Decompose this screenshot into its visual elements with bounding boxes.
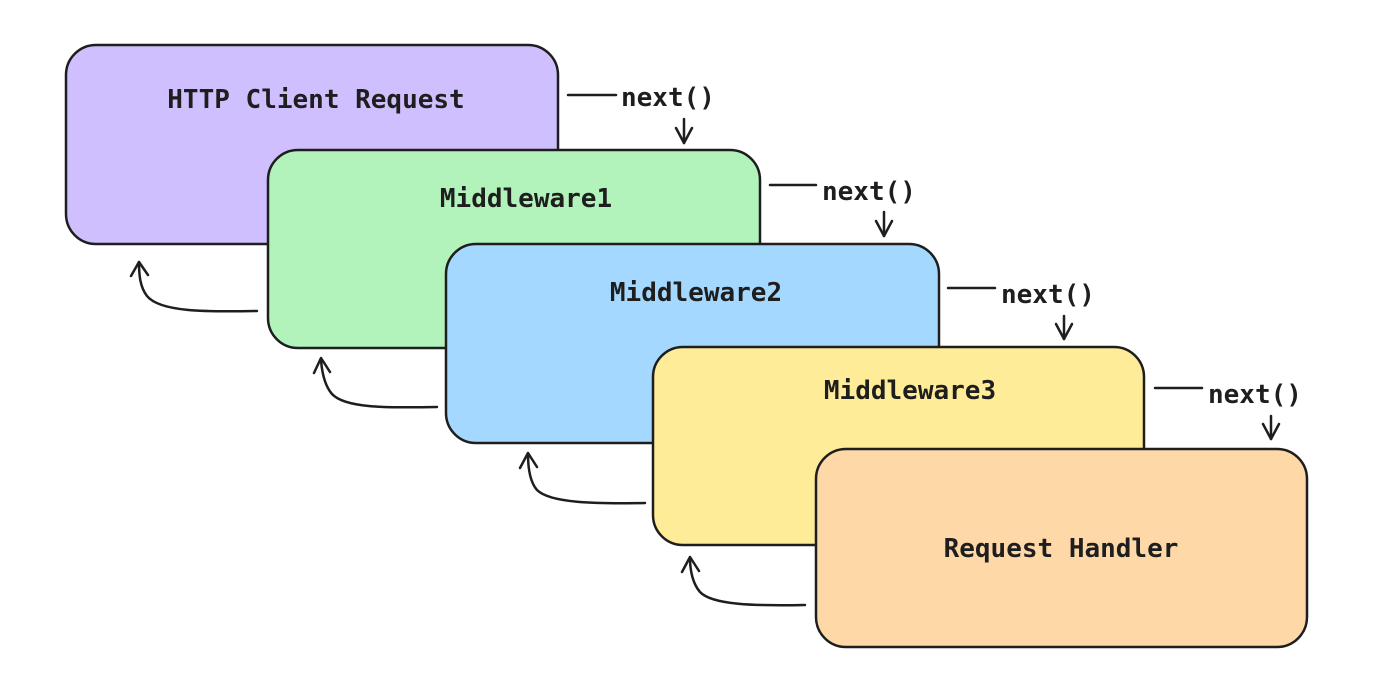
return-arrow-3-curve xyxy=(526,452,647,505)
return-arrow-1 xyxy=(129,260,259,313)
next-connector-3: next() xyxy=(946,280,1095,341)
box-request-handler: Request Handler xyxy=(814,447,1309,649)
box-middleware2-label: Middleware2 xyxy=(610,278,782,308)
next-arrowhead-4-icon xyxy=(1261,422,1281,441)
next-connector-3-label: next() xyxy=(1001,280,1095,310)
return-arrow-4-curve xyxy=(688,556,807,607)
return-arrow-2-curve xyxy=(319,358,439,409)
box-middleware1-label: Middleware1 xyxy=(440,184,612,214)
next-connector-4: next() xyxy=(1153,380,1302,441)
return-arrow-1-curve xyxy=(137,260,259,313)
next-connector-1-label: next() xyxy=(621,83,715,113)
return-arrow-3 xyxy=(518,451,647,505)
next-connector-1: next() xyxy=(566,83,715,145)
arrow-up-icon xyxy=(312,356,332,375)
next-arrowhead-2-icon xyxy=(874,219,894,238)
next-connector-4-label: next() xyxy=(1208,380,1302,410)
arrow-up-icon xyxy=(129,260,150,278)
return-arrow-2 xyxy=(312,356,439,409)
box-middleware3-label: Middleware3 xyxy=(824,376,996,406)
next-arrowhead-3-icon xyxy=(1054,322,1074,341)
box-request-handler-label: Request Handler xyxy=(944,534,1179,564)
next-connector-2-label: next() xyxy=(822,177,916,207)
return-arrow-4 xyxy=(680,555,807,607)
next-connector-2: next() xyxy=(768,177,916,238)
arrow-up-icon xyxy=(680,555,701,574)
box-http-client-request-label: HTTP Client Request xyxy=(167,85,464,115)
box-request-handler-shape xyxy=(814,447,1309,649)
arrow-up-icon xyxy=(518,451,539,470)
next-arrowhead-1-icon xyxy=(674,126,694,145)
